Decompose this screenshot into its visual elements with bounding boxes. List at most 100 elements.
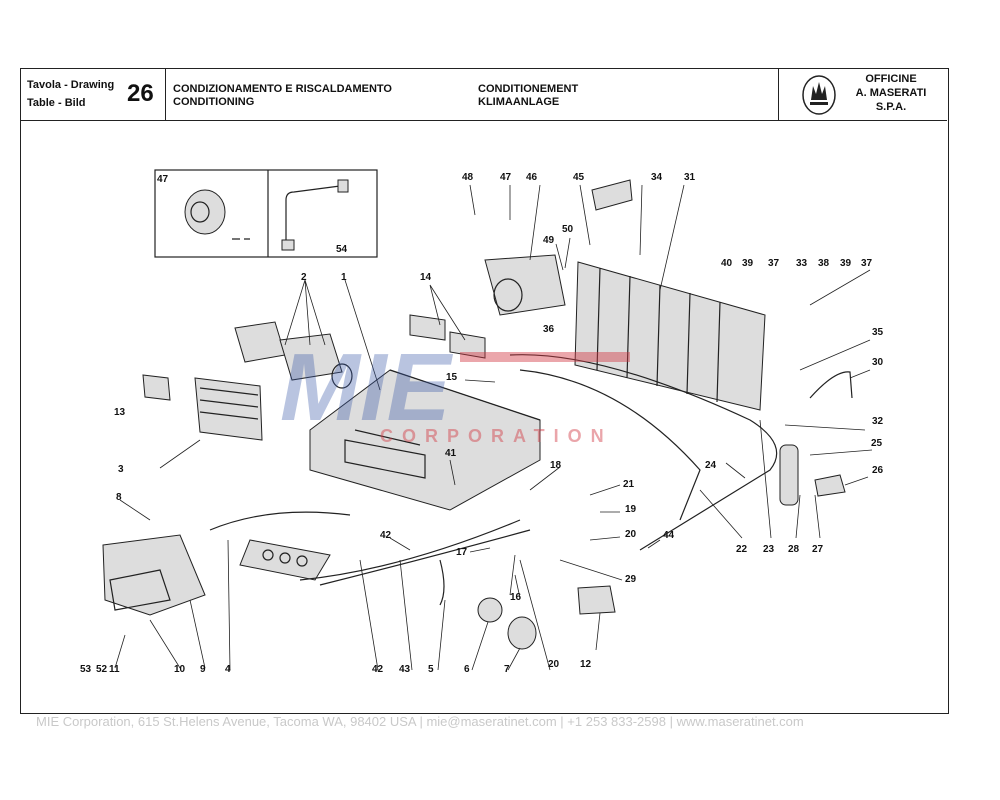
company-line3: S.P.A.	[875, 101, 907, 113]
clutch-pulley-part	[184, 189, 250, 240]
callout-11: 11	[109, 664, 120, 675]
callout-18: 18	[550, 460, 562, 471]
callout-1: 1	[341, 272, 347, 283]
callout-42b: 42	[372, 664, 384, 675]
callout-33: 33	[796, 258, 808, 269]
nozzle-6	[477, 597, 503, 623]
callout-44: 44	[663, 530, 675, 541]
vent-14a	[409, 314, 446, 341]
control-panel	[239, 539, 331, 581]
title-french: CONDITIONEMENT	[478, 83, 579, 95]
line-22	[509, 354, 778, 551]
hose-5	[439, 559, 445, 606]
drawing-sheet: Tavola - Drawing Table - Bild 26 CONDIZI…	[20, 68, 949, 714]
title-italian: CONDIZIONAMENTO E RISCALDAMENTO	[173, 83, 392, 95]
callout-42a: 42	[380, 530, 392, 541]
ac-heater-box	[309, 369, 541, 511]
callout-47: 47	[500, 172, 512, 183]
company-line2: A. MASERATI	[855, 87, 927, 99]
callout-7: 7	[504, 664, 510, 675]
callout-54: 54	[336, 244, 348, 255]
callout-15: 15	[446, 372, 458, 383]
divider	[778, 69, 779, 121]
callout-26: 26	[872, 465, 884, 476]
callout-5: 5	[428, 664, 434, 675]
hose-fitting-part	[281, 179, 349, 251]
callout-12: 12	[580, 659, 592, 670]
callout-28: 28	[788, 544, 800, 555]
callout-4: 4	[225, 664, 231, 675]
callout-34: 34	[651, 172, 663, 183]
callout-20a: 20	[548, 659, 560, 670]
callout-22: 22	[736, 544, 748, 555]
inset-box	[154, 169, 378, 258]
callout-50: 50	[562, 224, 574, 235]
callout-32: 32	[872, 416, 884, 427]
callout-10: 10	[174, 664, 186, 675]
callout-19: 19	[625, 504, 637, 515]
callout-8: 8	[116, 492, 122, 503]
callout-24: 24	[705, 460, 717, 471]
callout-46: 46	[526, 172, 538, 183]
callout-23: 23	[763, 544, 775, 555]
wiring-loom	[299, 519, 531, 586]
condenser	[574, 261, 766, 411]
callout-53: 53	[80, 664, 92, 675]
callout-31: 31	[684, 172, 696, 183]
callout-37b: 37	[861, 258, 873, 269]
callout-3: 3	[118, 464, 124, 475]
hose-30	[809, 371, 853, 399]
callout-16: 16	[510, 592, 522, 603]
blower-housings	[234, 321, 353, 389]
grille-7	[507, 616, 537, 650]
company-line1: OFFICINE	[865, 73, 917, 85]
callout-48: 48	[462, 172, 474, 183]
callout-40: 40	[721, 258, 733, 269]
drawing-number: 26	[127, 80, 154, 107]
maserati-logo	[802, 75, 836, 115]
mie-watermark-logo: MIE CORPORATION	[280, 340, 630, 446]
table-label: Table - Bild	[27, 97, 86, 109]
receiver-drier	[779, 444, 799, 506]
callout-20b: 20	[625, 529, 637, 540]
callout-51: 47	[157, 174, 169, 185]
watermark-sub: CORPORATION	[380, 426, 613, 446]
vent-14b	[449, 331, 486, 359]
callout-41: 41	[445, 448, 457, 459]
title-english: CONDITIONING	[173, 96, 255, 108]
bracket-26	[814, 474, 846, 497]
vent-12	[577, 585, 616, 615]
callout-37a: 37	[768, 258, 780, 269]
title-block	[21, 69, 947, 121]
callout-17: 17	[456, 547, 468, 558]
callout-35: 35	[872, 327, 884, 338]
callout-29: 29	[625, 574, 637, 585]
callout-14: 14	[420, 272, 432, 283]
line-21	[519, 369, 701, 521]
divider	[165, 69, 166, 121]
callout-45: 45	[573, 172, 585, 183]
callout-52: 52	[96, 664, 108, 675]
callout-13: 13	[114, 407, 126, 418]
callout-9: 9	[200, 664, 206, 675]
callout-27: 27	[812, 544, 824, 555]
evaporator-core	[194, 377, 263, 441]
compressor	[484, 254, 566, 316]
callout-30: 30	[872, 357, 884, 368]
callout-36: 36	[543, 324, 555, 335]
vent-13	[142, 374, 171, 401]
callout-49: 49	[543, 235, 555, 246]
callout-39b: 39	[840, 258, 852, 269]
footer-contact: MIE Corporation, 615 St.Helens Avenue, T…	[36, 714, 804, 729]
hose-4	[209, 511, 351, 531]
sleeve-45	[591, 179, 633, 211]
callout-39a: 39	[742, 258, 754, 269]
callout-38: 38	[818, 258, 830, 269]
callout-21: 21	[623, 479, 635, 490]
watermark-word: MIE	[280, 340, 454, 441]
title-german: KLIMAANLAGE	[478, 96, 560, 108]
callout-6: 6	[464, 664, 470, 675]
callout-25: 25	[871, 438, 883, 449]
tavola-label: Tavola - Drawing	[27, 79, 115, 91]
